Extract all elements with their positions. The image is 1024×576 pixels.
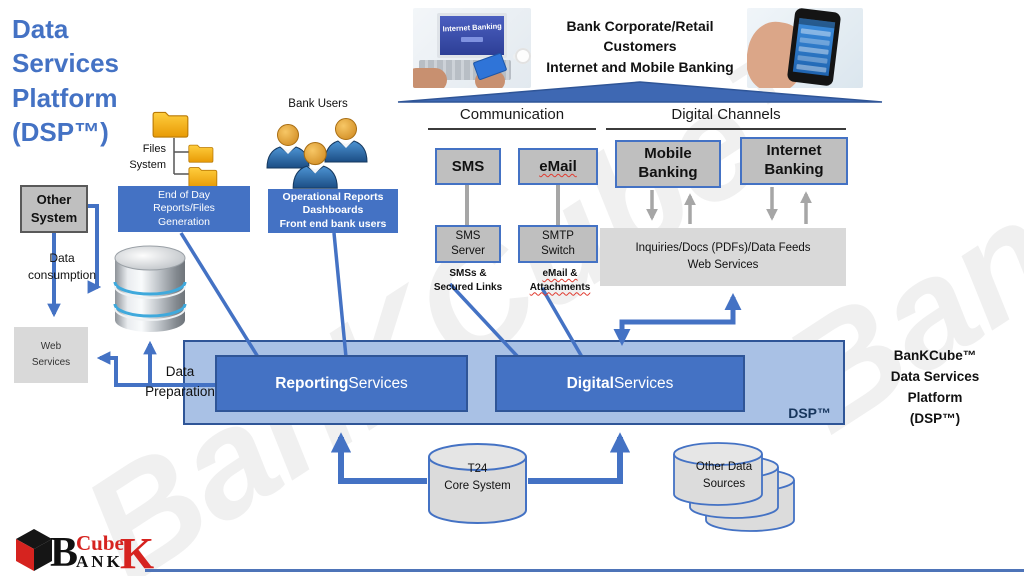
operational-reports-box: Operational Reports Dashboards Front end…: [268, 189, 398, 233]
bankcube-logo: B Cube ANK K: [14, 526, 155, 576]
coffee-cup: [515, 48, 531, 64]
other-system-box: Other System: [20, 185, 88, 233]
digital-label-bold: Digital: [566, 374, 614, 392]
logo-letter-k: K: [119, 528, 155, 576]
right-caption: BanKCube™ Data Services Platform (DSP™): [890, 348, 980, 426]
bottom-rule: [145, 569, 1024, 572]
t24-core-system-label: T24 Core System: [444, 462, 511, 492]
funnel-arrow-shape: [397, 81, 883, 103]
communication-underline: [428, 128, 596, 130]
email-box: eMail: [518, 148, 598, 185]
phone: [786, 8, 842, 87]
other-data-sources-icon: [673, 442, 795, 532]
internet-banking-photo: Internet Banking: [413, 8, 531, 88]
bankcube-logo-cube-icon: [16, 529, 52, 571]
digital-channels-heading: Digital Channels: [671, 106, 781, 123]
page-title: Data Services Platform (DSP™): [12, 14, 119, 147]
database-icon: [113, 245, 187, 332]
folder-icons: [152, 111, 218, 188]
arrow-t24-to-digital: [528, 432, 631, 484]
arrow-digital-webservices: [613, 293, 742, 346]
communication-heading: Communication: [459, 106, 565, 123]
digital-services-box: Digital Services: [495, 355, 745, 412]
web-services-box: Web Services: [14, 327, 88, 383]
email-note: eMail & Attachments: [529, 268, 591, 293]
phone-screen: [792, 18, 836, 76]
reporting-label-rest: Services: [348, 374, 408, 392]
end-of-day-box: End of Day Reports/Files Generation: [118, 186, 250, 232]
mobile-banking-label: Mobile Banking: [638, 145, 698, 181]
reporting-services-box: Reporting Services: [215, 355, 468, 412]
mobile-banking-photo: [747, 8, 863, 88]
folder-icon: [152, 111, 189, 138]
operational-reports-label: Operational Reports Dashboards Front end…: [279, 190, 387, 230]
logo-word-ank: ANK: [76, 551, 123, 571]
inquiries-label: Inquiries/Docs (PDFs)/Data Feeds Web Ser…: [635, 241, 811, 271]
sms-server-label: SMS Server: [451, 230, 485, 257]
data-consumption-label: Data consumption: [27, 251, 97, 282]
bank-users-label: Bank Users: [288, 98, 348, 110]
arrow-t24-to-reporting: [330, 432, 427, 484]
other-data-sources-label: Other Data Sources: [695, 460, 753, 490]
sms-note: SMSs & Secured Links: [433, 268, 503, 293]
hand: [413, 68, 447, 88]
internet-banking-box: Internet Banking: [740, 137, 848, 185]
link-operational-to-reporting: [332, 232, 348, 358]
data-preparation-label: Data Preparation: [145, 364, 215, 399]
digital-channels-underline: [606, 128, 846, 130]
email-label: eMail: [539, 158, 577, 175]
sms-server-box: SMS Server: [435, 225, 501, 263]
web-services-label: Web Services: [31, 341, 71, 368]
folder-icon: [188, 167, 218, 188]
top-caption: Bank Corporate/Retail Customers Internet…: [546, 18, 734, 75]
screen-button: [461, 37, 483, 42]
link-endofday-to-reporting: [179, 232, 260, 358]
laptop-screen: Internet Banking: [437, 13, 507, 58]
files-system-label: Files System: [129, 143, 166, 171]
logo-word-cube: Cube: [76, 530, 124, 555]
logo-letter-b: B: [50, 530, 79, 576]
internet-banking-label: Internet Banking: [764, 142, 824, 178]
dsp-label: DSP™: [788, 405, 831, 421]
bank-users-icon: [266, 118, 368, 189]
reporting-label-bold: Reporting: [275, 374, 349, 392]
sms-label: SMS: [451, 158, 485, 175]
end-of-day-label: End of Day Reports/Files Generation: [153, 188, 215, 228]
t24-core-system-icon: [428, 443, 527, 524]
smtp-switch-label: SMTP Switch: [541, 230, 575, 257]
digital-label-rest: Services: [613, 374, 674, 392]
other-system-label: Other System: [30, 192, 78, 225]
sms-box: SMS: [435, 148, 501, 185]
laptop-screen-label: Internet Banking: [442, 21, 502, 34]
folder-icon: [188, 144, 214, 163]
smtp-switch-box: SMTP Switch: [518, 225, 598, 263]
inquiries-web-services-box: Inquiries/Docs (PDFs)/Data Feeds Web Ser…: [600, 228, 846, 286]
mobile-banking-box: Mobile Banking: [615, 140, 721, 188]
